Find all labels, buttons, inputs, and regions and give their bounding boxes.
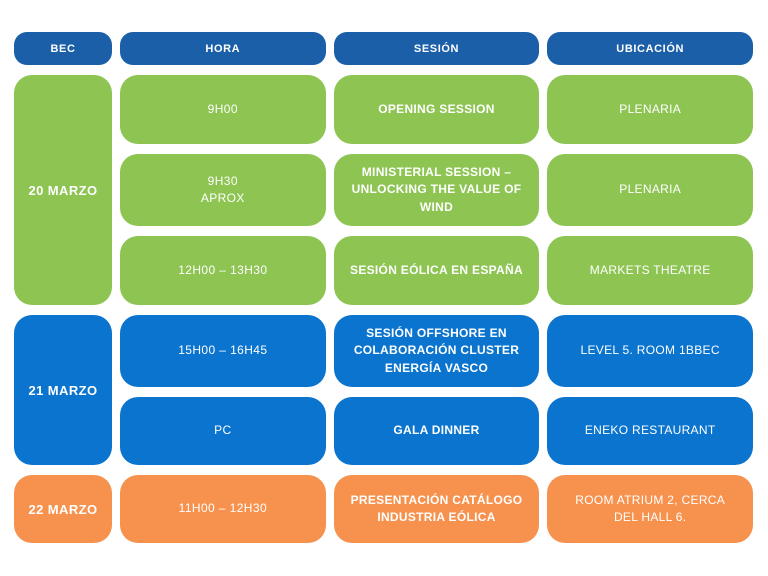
hora-cell: 9H00	[120, 75, 326, 144]
hora-cell: 15H00 – 16H45	[120, 315, 326, 387]
sesion-cell: SESIÓN OFFSHORE EN COLABORACIÓN CLUSTER …	[333, 315, 540, 387]
sesion-cell: MINISTERIAL SESSION – UNLOCKING THE VALU…	[333, 154, 540, 226]
hora-cell: 11H00 – 12H30	[120, 475, 326, 543]
ubicacion-cell: LEVEL 5. ROOM 1BBEC	[547, 315, 753, 387]
date-cell-22-marzo: 22 MARZO	[14, 475, 112, 543]
ubicacion-cell: MARKETS THEATRE	[547, 236, 753, 305]
date-cell-21-marzo: 21 MARZO	[14, 315, 112, 465]
ubicacion-cell: PLENARIA	[547, 154, 753, 226]
column-header-sesion: SESIÓN	[333, 32, 540, 65]
column-header-bec: BEC	[14, 32, 112, 65]
sesion-cell: PRESENTACIÓN CATÁLOGO INDUSTRIA EÓLICA	[333, 475, 540, 543]
sesion-cell: GALA DINNER	[333, 397, 540, 465]
ubicacion-cell: ROOM ATRIUM 2, CERCA DEL HALL 6.	[547, 475, 753, 543]
sesion-cell: OPENING SESSION	[333, 75, 540, 144]
hora-cell: 12H00 – 13H30	[120, 236, 326, 305]
date-cell-20-marzo: 20 MARZO	[14, 75, 112, 305]
column-header-hora: HORA	[120, 32, 326, 65]
ubicacion-cell: ENEKO RESTAURANT	[547, 397, 753, 465]
sesion-cell: SESIÓN EÓLICA EN ESPAÑA	[333, 236, 540, 305]
column-header-ubicacion: UBICACIÓN	[547, 32, 753, 65]
ubicacion-cell: PLENARIA	[547, 75, 753, 144]
hora-cell: PC	[120, 397, 326, 465]
hora-cell: 9H30 APROX	[120, 154, 326, 226]
